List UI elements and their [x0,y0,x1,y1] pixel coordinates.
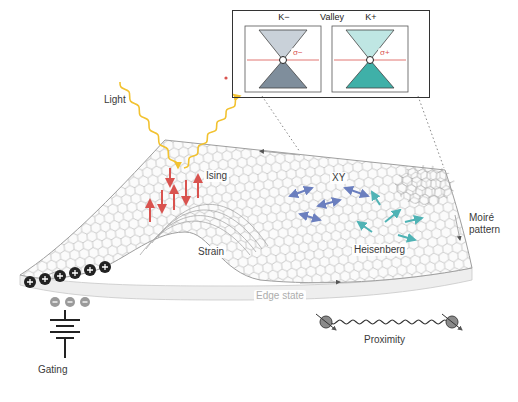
gating-label: Gating [36,364,69,376]
ising-spin [169,168,171,186]
valley-spin [280,57,287,64]
negative-charge [65,297,75,307]
xy-spin [345,188,368,196]
plus-sign [102,264,108,270]
valence-cone [259,60,307,88]
proximity-coupling [330,320,448,324]
inset-heading: Valley [319,12,345,22]
xy-spin [290,188,312,196]
plus-sign [42,276,48,282]
edge-state-arrow [455,215,460,240]
sigma-label: σ− [291,48,305,57]
xy-label: XY [330,172,347,184]
heisenberg-spin [398,235,415,240]
inset-leader [262,96,444,168]
hexagonal-lattice [20,140,472,283]
gate-battery [50,310,80,358]
sheet-group [20,26,472,358]
ising-spin [185,180,187,204]
minus-sign [83,301,88,302]
emitted-light [184,96,240,168]
strain-label: Strain [196,246,226,258]
xy-spin [318,200,340,206]
plus-sign [57,273,63,279]
sheet-base [20,140,472,283]
plus-sign [72,270,78,276]
ising-spin [197,175,199,198]
valley-spin [367,57,374,64]
negative-charge [80,297,90,307]
xy-spin [300,214,320,220]
light-label: Light [102,94,128,106]
heisenberg-spin [372,192,380,205]
positive-charge [39,273,51,285]
inset-heading: K− [277,12,290,22]
red-dot [224,76,227,79]
moire-lattice [390,160,465,210]
sigma-label: σ+ [378,48,392,57]
minus-sign [68,301,73,302]
proximity-spin [442,314,462,330]
incident-light [120,82,178,168]
minus-sign [53,301,58,302]
band-panel [332,26,408,92]
positive-charge [24,276,36,288]
positive-charge [84,264,96,276]
ising-spin [161,190,163,212]
plus-sign [87,267,93,273]
proximity-label: Proximity [362,334,407,346]
ising-spin [173,186,175,210]
inset-heading: K+ [364,12,377,22]
heisenberg-spin [405,218,422,222]
conduction-cone [259,30,307,60]
positive-charge [54,270,66,282]
strain-wrinkle [152,210,262,249]
strain-wrinkle [140,221,250,255]
ising-label: Ising [204,170,229,182]
edge-state-label: Edge state [254,290,306,302]
band-panel [245,26,321,92]
plus-sign [27,279,33,285]
moire-label: Moiré pattern [467,212,515,235]
negative-charge [50,297,60,307]
valence-cone [346,60,394,88]
heisenberg-spin [385,210,400,222]
heisenberg-label: Heisenberg [352,244,407,256]
ising-spin [149,200,151,222]
heisenberg-spin [358,222,372,232]
conduction-cone [346,30,394,60]
valley-inset: K− Valley K+ [232,10,430,98]
strain-wrinkle [158,204,268,246]
edge-state-arrow [260,151,300,155]
positive-charge [69,267,81,279]
proximity-spin [316,314,336,330]
positive-charge [99,261,111,273]
edge-state-arrow [300,282,340,283]
